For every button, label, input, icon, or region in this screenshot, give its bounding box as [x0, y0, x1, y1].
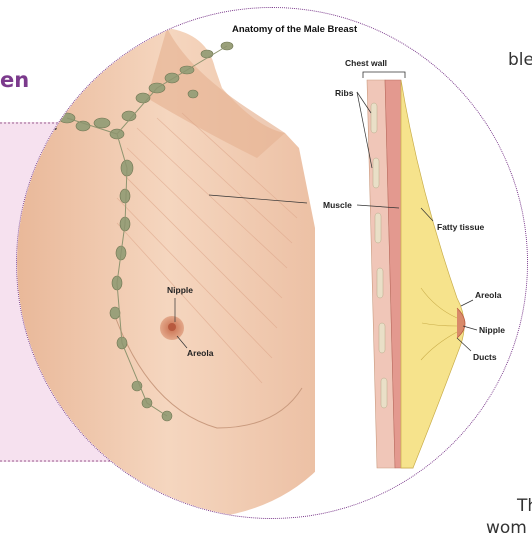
label-cross-areola: Areola [475, 290, 502, 300]
anatomy-diagram: Anatomy of the Male Breast Lymph nodes N… [17, 8, 528, 519]
nipple-shape [168, 323, 176, 331]
diagram-title: Anatomy of the Male Breast [232, 24, 358, 35]
label-ducts: Ducts [473, 352, 497, 362]
label-chest-wall: Chest wall [345, 58, 387, 68]
label-nipple: Nipple [167, 285, 193, 295]
label-fatty-tissue: Fatty tissue [437, 222, 485, 232]
label-ribs: Ribs [335, 88, 354, 98]
body-text-fragment-3: wom [486, 518, 527, 538]
label-lymph-nodes: Lymph nodes [17, 122, 57, 132]
label-cross-nipple: Nipple [479, 325, 505, 335]
label-muscle: Muscle [323, 200, 352, 210]
label-areola: Areola [187, 348, 214, 358]
anatomy-illustration: Anatomy of the Male Breast Lymph nodes N… [16, 7, 528, 519]
